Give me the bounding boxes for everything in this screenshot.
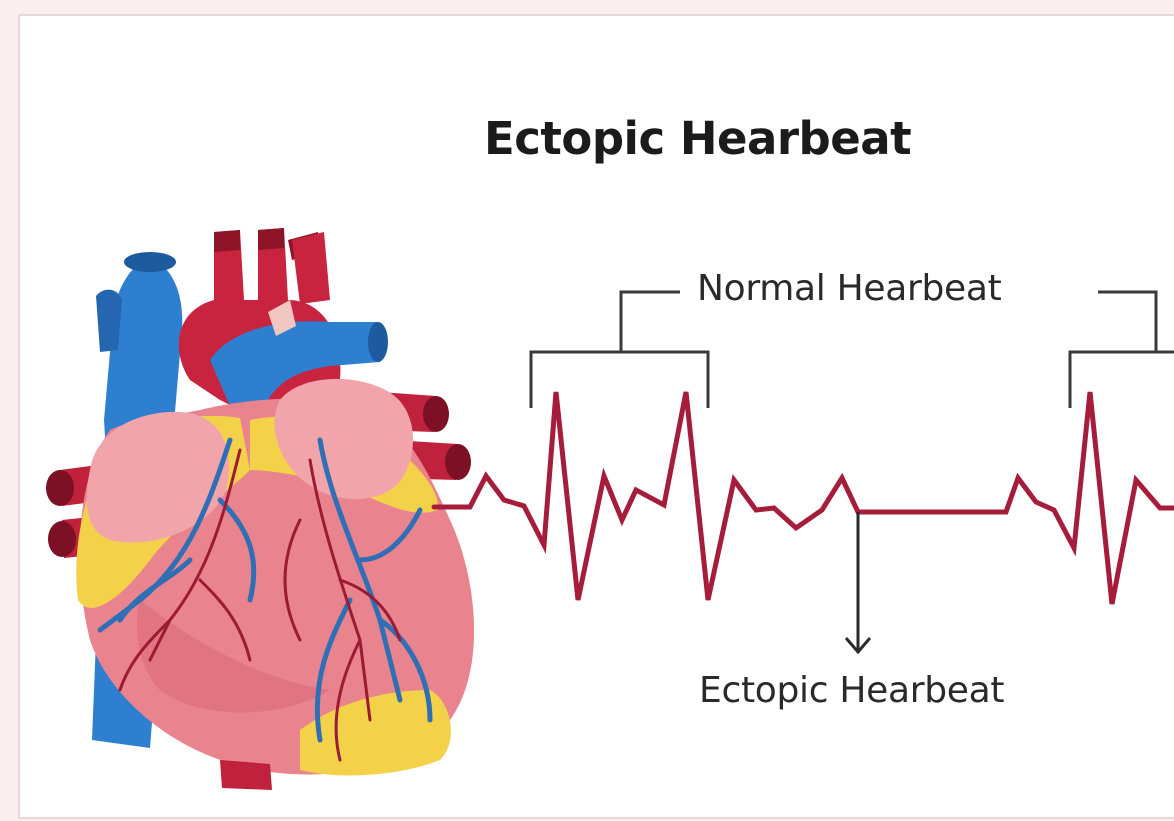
- ecg-trace: [434, 392, 1174, 604]
- normal-heartbeat-bracket: [531, 292, 1174, 408]
- human-heart-illustration: [46, 228, 474, 790]
- ectopic-arrow: [846, 512, 870, 652]
- ectopic-heartbeat-label: Ectopic Hearbeat: [699, 670, 1004, 711]
- diagram-title: Ectopic Hearbeat: [484, 112, 911, 165]
- normal-heartbeat-label: Normal Hearbeat: [697, 268, 1001, 309]
